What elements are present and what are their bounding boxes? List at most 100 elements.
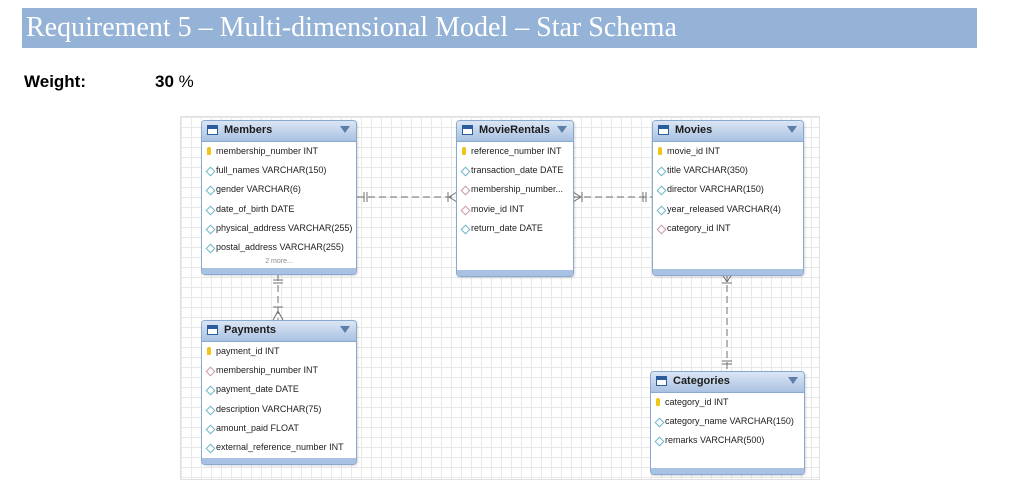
collapse-arrow-icon[interactable] <box>787 126 797 133</box>
column-row[interactable]: description VARCHAR(75) <box>202 400 356 419</box>
er-diagram-canvas: Members membership_number INT full_names… <box>180 116 820 480</box>
many-end-marker-payments <box>272 306 284 321</box>
entity-categories[interactable]: Categories category_id INT category_name… <box>650 371 805 475</box>
entity-payments[interactable]: Payments payment_id INT membership_numbe… <box>201 320 357 465</box>
column-row[interactable]: year_released VARCHAR(4) <box>653 200 803 219</box>
column-text: membership_number INT <box>216 365 319 376</box>
column-text: title VARCHAR(350) <box>667 165 748 176</box>
column-row[interactable]: external_reference_number INT <box>202 438 356 457</box>
entity-header[interactable]: Movies <box>653 121 803 142</box>
entity-header[interactable]: Categories <box>651 372 804 393</box>
foreign-key-diamond-icon <box>205 366 216 377</box>
column-text: movie_id INT <box>471 203 525 214</box>
primary-key-icon <box>207 347 211 355</box>
column-diamond-icon <box>205 424 216 435</box>
column-row[interactable]: remarks VARCHAR(500) <box>651 431 804 450</box>
column-diamond-icon <box>205 224 216 235</box>
column-text: reference_number INT <box>471 146 562 156</box>
foreign-key-diamond-icon <box>460 185 471 196</box>
entity-footer <box>202 458 356 464</box>
column-row[interactable]: category_id INT <box>651 393 804 412</box>
one-end-marker-members <box>363 192 368 202</box>
column-text: postal_address VARCHAR(255) <box>216 241 344 252</box>
column-text: movie_id INT <box>667 146 721 156</box>
weight-value: 30 % <box>155 72 194 92</box>
column-text: description VARCHAR(75) <box>216 403 322 414</box>
table-icon <box>207 125 218 135</box>
column-diamond-icon <box>205 205 216 216</box>
column-text: director VARCHAR(150) <box>667 184 764 195</box>
one-end-marker-movies <box>642 192 647 202</box>
column-row[interactable]: full_names VARCHAR(150) <box>202 161 356 180</box>
column-row[interactable]: category_name VARCHAR(150) <box>651 412 804 431</box>
column-row[interactable]: amount_paid FLOAT <box>202 419 356 438</box>
column-row[interactable]: movie_id INT <box>457 200 573 219</box>
many-end-marker-movierentals-right <box>572 191 583 203</box>
column-row[interactable]: membership_number INT <box>202 361 356 380</box>
column-diamond-icon <box>654 417 665 428</box>
column-text: return_date DATE <box>471 222 543 233</box>
column-row[interactable]: payment_id INT <box>202 342 356 361</box>
column-text: category_id INT <box>667 222 731 233</box>
entity-name: Movies <box>675 124 713 136</box>
column-diamond-icon <box>205 443 216 454</box>
column-row[interactable]: membership_number INT <box>202 142 356 161</box>
entity-name: Payments <box>224 324 276 336</box>
column-diamond-icon <box>205 405 216 416</box>
entity-movies[interactable]: Movies movie_id INT title VARCHAR(350) d… <box>652 120 804 276</box>
column-diamond-icon <box>205 385 216 396</box>
column-text: full_names VARCHAR(150) <box>216 165 327 176</box>
column-diamond-icon <box>656 166 667 177</box>
column-row[interactable]: physical_address VARCHAR(255) <box>202 219 356 238</box>
column-row[interactable]: reference_number INT <box>457 142 573 161</box>
many-end-marker-movierentals <box>447 191 458 203</box>
column-row[interactable]: category_id INT <box>653 219 803 238</box>
column-row[interactable]: payment_date DATE <box>202 380 356 399</box>
entity-header[interactable]: Members <box>202 121 356 142</box>
column-row[interactable]: postal_address VARCHAR(255) <box>202 238 356 257</box>
collapse-arrow-icon[interactable] <box>788 377 798 384</box>
column-diamond-icon <box>460 166 471 177</box>
entity-footer <box>457 270 573 276</box>
one-end-marker-categories <box>722 360 732 365</box>
entity-header[interactable]: Payments <box>202 321 356 342</box>
entity-name: Members <box>224 124 273 136</box>
column-row[interactable]: gender VARCHAR(6) <box>202 180 356 199</box>
more-columns-link[interactable]: 2 more... <box>265 258 293 266</box>
section-heading-bar: Requirement 5 – Multi-dimensional Model … <box>22 8 977 48</box>
column-row[interactable]: return_date DATE <box>457 219 573 238</box>
column-diamond-icon <box>656 205 667 216</box>
column-diamond-icon <box>654 436 665 447</box>
column-text: payment_date DATE <box>216 384 299 395</box>
column-text: external_reference_number INT <box>216 441 344 452</box>
column-text: remarks VARCHAR(500) <box>665 435 765 446</box>
table-icon <box>207 325 218 335</box>
entity-movierentals[interactable]: MovieRentals reference_number INT transa… <box>456 120 574 277</box>
column-text: membership_number... <box>471 184 564 195</box>
column-row[interactable]: membership_number... <box>457 180 573 199</box>
collapse-arrow-icon[interactable] <box>340 326 350 333</box>
column-row[interactable]: movie_id INT <box>653 142 803 161</box>
column-row[interactable]: title VARCHAR(350) <box>653 161 803 180</box>
column-text: category_name VARCHAR(150) <box>665 416 794 427</box>
collapse-arrow-icon[interactable] <box>557 126 567 133</box>
entity-header[interactable]: MovieRentals <box>457 121 573 142</box>
weight-number: 30 <box>155 72 174 91</box>
foreign-key-diamond-icon <box>656 224 667 235</box>
column-text: date_of_birth DATE <box>216 203 295 214</box>
column-diamond-icon <box>205 243 216 254</box>
column-row[interactable]: transaction_date DATE <box>457 161 573 180</box>
entity-name: MovieRentals <box>479 124 550 136</box>
collapse-arrow-icon[interactable] <box>340 126 350 133</box>
table-icon <box>656 376 667 386</box>
relationship-connectors <box>272 191 733 371</box>
foreign-key-diamond-icon <box>460 205 471 216</box>
column-text: gender VARCHAR(6) <box>216 184 301 195</box>
column-text: amount_paid FLOAT <box>216 422 299 433</box>
entity-members[interactable]: Members membership_number INT full_names… <box>201 120 357 275</box>
column-row[interactable]: date_of_birth DATE <box>202 200 356 219</box>
table-icon <box>462 125 473 135</box>
primary-key-icon <box>658 147 662 155</box>
entity-footer <box>653 269 803 275</box>
column-row[interactable]: director VARCHAR(150) <box>653 180 803 199</box>
